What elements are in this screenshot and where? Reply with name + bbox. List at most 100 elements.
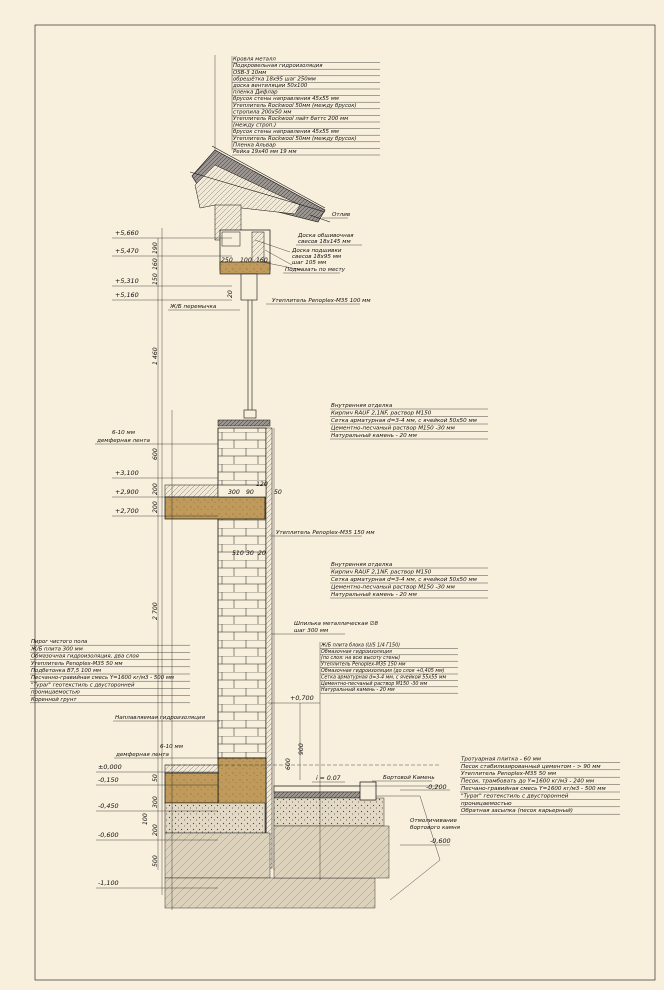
table-title: Внутренняя отделка (331, 403, 393, 409)
table-row-text: Сетка арматурная d=3-4 мм, с ячейкой 50х… (331, 418, 478, 424)
level-mark: +2,900 (112, 488, 218, 498)
table-row-text: Пирог чистого пола (31, 639, 87, 645)
table-row-text: (между строп.) (233, 123, 276, 129)
table-row-text: Обмазочная гидроизоляция (321, 649, 392, 655)
dimension-label: 90 (246, 489, 254, 496)
level-label: -0,600 (430, 837, 451, 845)
dimension-label: 160 (256, 257, 268, 264)
note-label: шаг 300 мм (294, 628, 329, 634)
dimension-label: 120 (256, 481, 268, 488)
table-row-text: Утеплитель Penoplex-М35 50 мм (461, 771, 557, 777)
note-label: Отмоличивание (410, 818, 457, 824)
dimension-label: 900 (298, 743, 305, 755)
dimension-label: 600 (152, 448, 159, 460)
note-label: Шпилька металлическая ∅8 (294, 621, 379, 627)
level-label: -0,150 (98, 776, 119, 784)
dimension-label: 200 (152, 824, 159, 836)
dimension-label: 300 (228, 489, 240, 496)
dimension-label: 50 (274, 489, 282, 496)
note-label: бортового камня (410, 825, 461, 831)
table-row-text: Утеплитель Rockwool 50мм (между брусок) (233, 136, 357, 142)
table-row-text: Ж/Б плита блока (U/S 1/4 Г150) (320, 642, 400, 648)
table-row-text: Утеплитель Rockwool лайт баттс 200 мм (233, 116, 348, 122)
table-row-text: проницаемостью (461, 801, 512, 807)
table-row-text: Обмазочная гидроизоляция (до слоя +0,405… (321, 668, 445, 674)
level-mark: -0,200 (400, 783, 450, 791)
note-label: Доска подшивки (291, 248, 342, 254)
level-mark: +0,700 (268, 694, 320, 704)
sheet-frame (34, 24, 656, 981)
table-row-text: Утеплитель Penoplex-М35 50 мм (31, 661, 123, 667)
level-mark: +5,160 (112, 291, 232, 301)
foundation (164, 757, 441, 909)
dimension-label: 160 (152, 258, 159, 270)
roof-notes: Отлив Доска обшивочная свесов 18х145 мм … (283, 212, 362, 274)
table-row-text: Цементно-песчаный раствор М150 -30 мм (331, 426, 456, 432)
dimension-label: 200 (152, 501, 159, 513)
table-row-text: Песок стабилизированный цементом - > 90 … (461, 764, 601, 770)
note-label: Наплавляемая гидроизоляция (115, 715, 206, 721)
table-row-text: брусок стены направления 45х55 мм (233, 96, 339, 102)
note-label: Утеплитель Penoplex-М35 150 мм (276, 530, 375, 536)
level-label: +5,470 (115, 247, 139, 255)
dimension-label: 600 (285, 758, 292, 770)
note-label: демферная лента (115, 752, 169, 758)
note-label: Бортовой Камень (383, 775, 435, 781)
table-row-text: Рейка 19х40 мм 19 мм (233, 149, 297, 155)
dimension-label: 20 (227, 290, 234, 298)
table-row-text: Подкровельная гидроизоляция (233, 63, 323, 69)
dimension-label: 190 (152, 242, 159, 254)
note-label: 6-10 мм (112, 430, 136, 436)
table-row-text: Кирпич RAUF 2,1NF, раствор М150 (331, 411, 432, 417)
table-row-text: Кирпич RAUF 2,1NF, раствор М150 (331, 570, 432, 576)
table-row-text: (по слоя: на всю высоту стены) (321, 655, 400, 661)
dimension-label: i = 0.07 (316, 775, 341, 782)
table-row-text: Подбетонка В7,5 100 мм (31, 668, 101, 674)
table-row-text: Натуральный камень - 20 мм (321, 687, 395, 693)
table-row-text: Пленка Альвар (233, 142, 276, 148)
dimension-label: 50 (152, 774, 159, 782)
dimension-label: 100 (240, 257, 252, 264)
note-label: Отлив (332, 212, 350, 218)
dimension-wall: 250 100 160 20 120 300 90 50 510 30 20 9… (221, 257, 345, 783)
level-label: +5,160 (115, 291, 139, 299)
table-row-text: проницаемостью (31, 690, 80, 696)
table-row-text: Цементно-песчаный раствор М150 -30 мм (321, 681, 428, 687)
dimension-chain-left: 150 160 190 1 460 600 200 200 2 700 300 … (142, 238, 159, 870)
dimension-label: 20 (258, 550, 266, 557)
table-row-text: Кровля металл (233, 57, 276, 63)
dimension-label: 100 (142, 813, 149, 825)
level-label: +0,700 (290, 694, 314, 702)
table-row-text: Коренной грунт (31, 697, 77, 703)
note-label: свесов 18х145 мм (298, 239, 351, 245)
plinth-table: Ж/Б плита блока (U/S 1/4 Г150)Обмазочная… (319, 642, 458, 880)
table-row-text: Утеплитель Rockwool 50мм (между брусок) (233, 103, 357, 109)
roof-assembly (189, 145, 331, 301)
table-row-text: пленка Дифлар (233, 90, 278, 96)
note-label: 6-10 мм (160, 744, 184, 750)
table-row-text: OSB-3 10мм (233, 70, 266, 76)
table-row-text: стропила 200х50 мм (233, 109, 292, 115)
level-marks: +5,660 +5,470 +5,310 +5,160 +3,100 +2,90… (96, 229, 451, 889)
note-label: шаг 105 мм (292, 260, 327, 266)
table-row-text: Цементно-песчаный раствор М150 -30 мм (331, 585, 456, 591)
dimension-label: 300 (152, 796, 159, 808)
dimension-label: 500 (152, 855, 159, 867)
table-row-text: Ж/Б плита 300 мм (30, 646, 83, 652)
table-row-text: Сетка арматурная d=3-4 мм, с ячейкой 50х… (331, 577, 478, 583)
level-mark: -0,450 (96, 802, 218, 812)
small-notes: Ж/Б перемычка Утеплитель Penoplex-М35 10… (95, 298, 461, 831)
note-label: Подмазать по месту (285, 267, 346, 273)
table-row-text: Натуральный камень - 20 мм (331, 592, 418, 598)
dimension-label: 510 (232, 550, 244, 557)
level-mark: ±0,000 (96, 763, 218, 773)
table-row-text: обрешётка 18х95 шаг 250мм (233, 76, 316, 82)
table-row-text: Утеплитель Penoplex-М35 150 мм (321, 662, 406, 668)
level-label: -1,100 (98, 879, 119, 887)
dimension-label: 200 (152, 483, 159, 495)
note-label: Ж/Б перемычка (169, 304, 217, 310)
